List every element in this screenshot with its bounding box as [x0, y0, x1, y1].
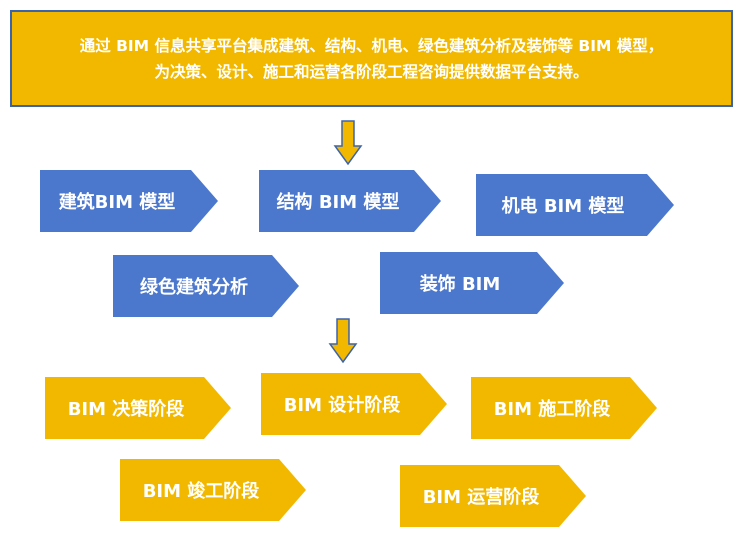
- stage-label: BIM 设计阶段: [283, 395, 401, 416]
- model-label: 绿色建筑分析: [140, 277, 248, 298]
- model-mep: 机电 BIM 模型: [476, 174, 674, 236]
- stage-label: BIM 运营阶段: [422, 487, 540, 508]
- stage-design: BIM 设计阶段: [261, 373, 447, 435]
- description-line-1: 通过 BIM 信息共享平台集成建筑、结构、机电、绿色建筑分析及装饰等 BIM 模…: [79, 36, 664, 55]
- model-label: 机电 BIM 模型: [501, 196, 625, 217]
- stage-operation: BIM 运营阶段: [400, 465, 586, 527]
- stage-completion: BIM 竣工阶段: [120, 459, 306, 521]
- stage-construction: BIM 施工阶段: [471, 377, 657, 439]
- stage-label: BIM 施工阶段: [493, 399, 611, 420]
- model-architecture: 建筑BIM 模型: [40, 170, 218, 232]
- description-line-2: 为决策、设计、施工和运营各阶段工程咨询提供数据平台支持。: [154, 62, 589, 81]
- model-label: 建筑BIM 模型: [58, 192, 176, 213]
- model-decoration: 装饰 BIM: [380, 252, 564, 314]
- platform-description-box: 通过 BIM 信息共享平台集成建筑、结构、机电、绿色建筑分析及装饰等 BIM 模…: [10, 10, 733, 107]
- model-green-building: 绿色建筑分析: [113, 255, 299, 317]
- down-arrow-icon: [328, 318, 358, 364]
- model-label: 结构 BIM 模型: [276, 192, 400, 213]
- stage-label: BIM 决策阶段: [67, 399, 185, 420]
- down-arrow-icon: [333, 120, 363, 166]
- model-label: 装饰 BIM: [419, 274, 501, 295]
- stage-label: BIM 竣工阶段: [142, 481, 260, 502]
- stage-decision: BIM 决策阶段: [45, 377, 231, 439]
- model-structure: 结构 BIM 模型: [259, 170, 441, 232]
